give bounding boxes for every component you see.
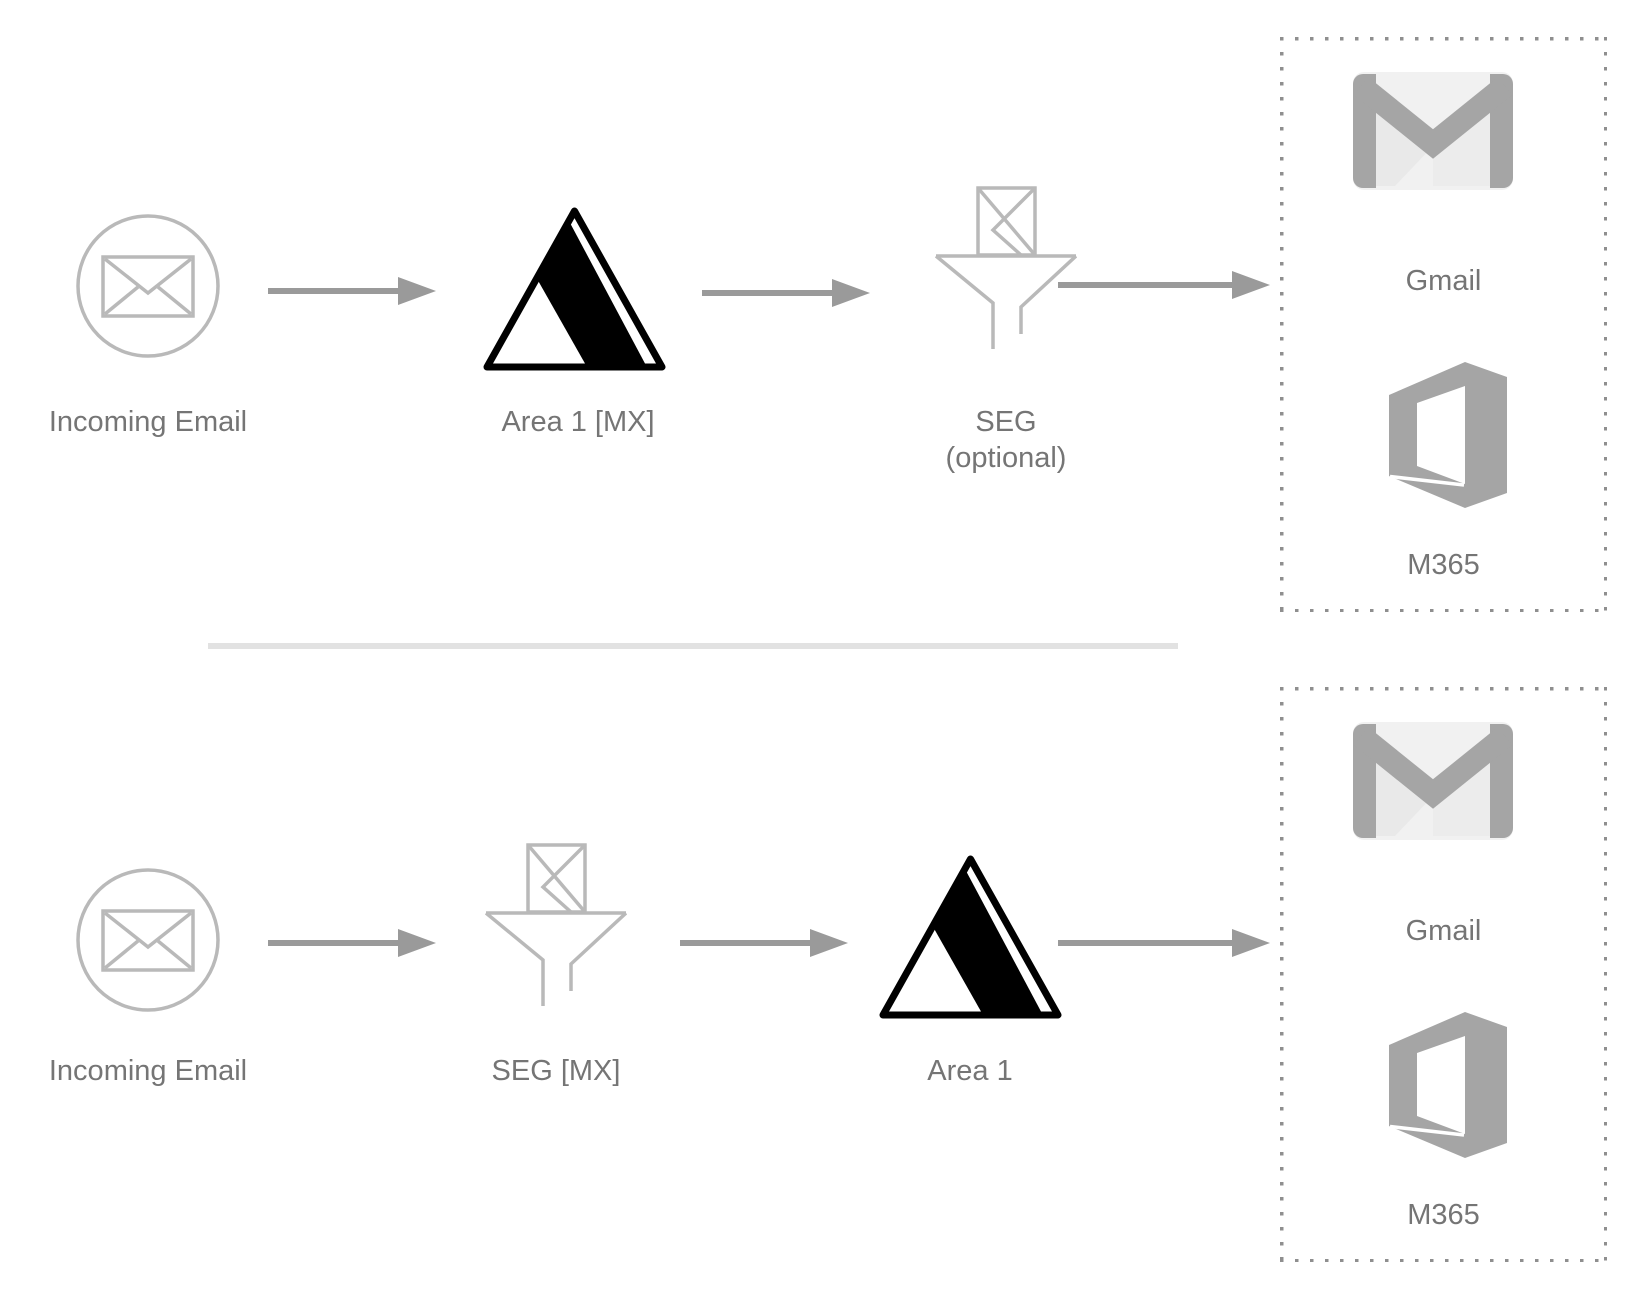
incoming-email-label: Incoming Email bbox=[48, 1055, 248, 1087]
arrow-icon bbox=[680, 928, 848, 958]
seg-funnel-icon bbox=[485, 843, 627, 1008]
destinations-box: Gmail M365 bbox=[1280, 37, 1607, 612]
seg-label-line1: SEG bbox=[975, 406, 1037, 438]
m365-icon bbox=[1387, 362, 1507, 508]
seg-optional-label: SEG (optional) bbox=[886, 404, 1126, 476]
area1-logo bbox=[482, 205, 667, 372]
incoming-email-icon bbox=[74, 866, 222, 1014]
gmail-label: Gmail bbox=[1405, 265, 1482, 297]
seg-funnel-icon bbox=[935, 186, 1077, 351]
gmail-icon bbox=[1353, 722, 1513, 840]
arrow-icon bbox=[1058, 928, 1270, 958]
section-divider bbox=[208, 643, 1178, 649]
arrow-icon bbox=[268, 928, 436, 958]
m365-label: M365 bbox=[1407, 549, 1480, 581]
seg-mx-label: SEG [MX] bbox=[491, 1055, 621, 1087]
area1-label: Area 1 bbox=[927, 1055, 1013, 1087]
arrow-icon bbox=[1058, 270, 1270, 300]
destinations-box: Gmail M365 bbox=[1280, 687, 1607, 1262]
area1-mx-label: Area 1 [MX] bbox=[501, 406, 655, 438]
arrow-icon bbox=[702, 278, 870, 308]
area1-logo bbox=[878, 853, 1063, 1020]
gmail-label: Gmail bbox=[1405, 915, 1482, 947]
m365-label: M365 bbox=[1407, 1199, 1480, 1231]
m365-icon bbox=[1387, 1012, 1507, 1158]
incoming-email-icon bbox=[74, 212, 222, 360]
gmail-icon bbox=[1353, 72, 1513, 190]
incoming-email-label: Incoming Email bbox=[48, 406, 248, 438]
seg-label-line2: (optional) bbox=[945, 442, 1067, 474]
arrow-icon bbox=[268, 276, 436, 306]
